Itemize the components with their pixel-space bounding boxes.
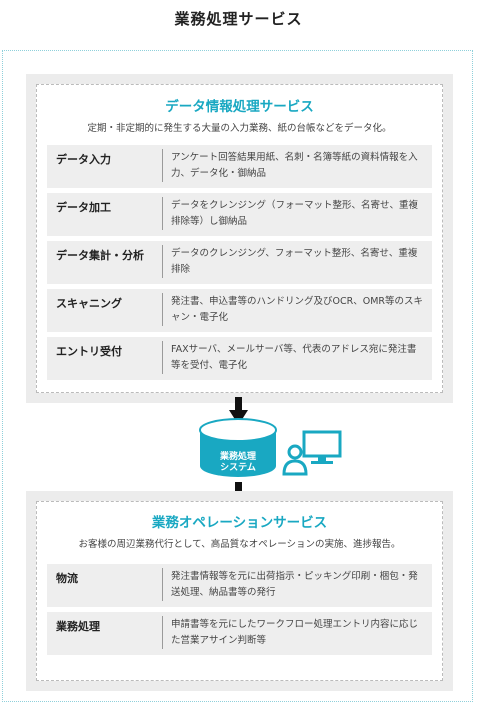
system-label-line2: システム [220,463,256,473]
database-icon [199,418,277,477]
service-label: データ入力 [56,153,111,166]
service-label: スキャニング [56,297,122,310]
service-row-logistics: 物流 発注書情報等を元に出荷指示・ピッキング印刷・梱包・発送処理、納品書等の発行 [47,564,432,607]
service-row-scanning: スキャニング 発注書、申込書等のハンドリング及びOCR、OMR等のスキャン・電子… [47,289,432,332]
service-label: 物流 [56,572,78,585]
system-label: 業務処理 システム [199,452,277,474]
page-title: 業務処理サービス [174,10,303,28]
service-label: 業務処理 [56,620,100,633]
service-row-data-entry: データ入力 アンケート回答結果用紙、名刺・名簿等紙の資料情報を入力、データ化・御… [47,145,432,188]
service-label: エントリ受付 [56,345,122,358]
service-label: データ加工 [56,201,111,214]
service-description: 申請書等を元にしたワークフロー処理エントリ内容に応じた営業アサイン判断等 [162,616,424,649]
data-processing-panel: データ情報処理サービス 定期・非定期的に発生する大量の入力業務、紙の台帳などをデ… [26,74,453,403]
data-processing-heading: データ情報処理サービス [165,99,314,115]
service-description: アンケート回答結果用紙、名刺・名簿等紙の資料情報を入力、データ化・御納品 [162,149,424,182]
service-row-data-processing: データ加工 データをクレンジング（フォーマット整形、名寄せ、重複排除等）し御納品 [47,193,432,236]
business-operation-subtitle: お客様の周辺業務代行として、高品質なオペレーションの実施、進捗報告。 [78,539,401,550]
data-processing-subtitle: 定期・非定期的に発生する大量の入力業務、紙の台帳などをデータ化。 [87,123,392,134]
service-row-data-analysis: データ集計・分析 データのクレンジング、フォーマット整形、名寄せ、重複排除 [47,241,432,284]
service-description: 発注書情報等を元に出荷指示・ピッキング印刷・梱包・発送処理、納品書等の発行 [162,568,424,601]
outer-frame [2,50,473,702]
service-description: データをクレンジング（フォーマット整形、名寄せ、重複排除等）し御納品 [162,197,424,230]
service-description: FAXサーバ、メールサーバ等、代表のアドレス宛に発注書等を受付、電子化 [162,341,424,374]
service-description: 発注書、申込書等のハンドリング及びOCR、OMR等のスキャン・電子化 [162,293,424,326]
operator-computer-icon [282,430,342,476]
service-row-entry-reception: エントリ受付 FAXサーバ、メールサーバ等、代表のアドレス宛に発注書等を受付、電… [47,337,432,380]
service-row-business-processing: 業務処理 申請書等を元にしたワークフロー処理エントリ内容に応じた営業アサイン判断… [47,612,432,655]
business-operation-panel: 業務オペレーションサービス お客様の周辺業務代行として、高品質なオペレーションの… [26,491,453,691]
down-arrow-icon [229,397,248,425]
business-operation-heading: 業務オペレーションサービス [151,515,328,531]
service-label: データ集計・分析 [56,249,144,262]
service-description: データのクレンジング、フォーマット整形、名寄せ、重複排除 [162,245,424,278]
system-label-line1: 業務処理 [219,452,256,462]
